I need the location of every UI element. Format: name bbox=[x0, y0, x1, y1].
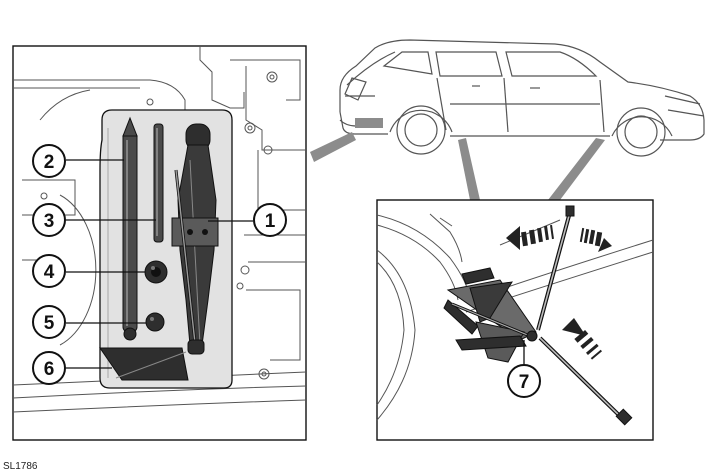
svg-text:6: 6 bbox=[44, 359, 55, 380]
svg-text:4: 4 bbox=[44, 262, 55, 283]
car-side-view bbox=[339, 39, 705, 157]
small-round-item bbox=[145, 312, 165, 332]
rotate-arrow-right-icon bbox=[579, 227, 612, 252]
svg-text:3: 3 bbox=[44, 211, 55, 232]
callout-4: 4 bbox=[32, 254, 66, 288]
scissor-jack bbox=[443, 267, 538, 363]
callout-2: 2 bbox=[32, 144, 66, 178]
svg-text:5: 5 bbox=[44, 313, 55, 334]
svg-text:7: 7 bbox=[519, 372, 530, 393]
figure-reference: SL1786 bbox=[3, 461, 38, 472]
callout-7: 7 bbox=[507, 364, 541, 398]
svg-text:1: 1 bbox=[265, 211, 276, 232]
jack-handle bbox=[536, 205, 633, 426]
rotate-arrow-left-icon bbox=[506, 224, 554, 250]
callout-6: 6 bbox=[32, 351, 66, 385]
rear-bumper-highlight bbox=[355, 118, 383, 128]
wheel-chock bbox=[99, 347, 189, 381]
locking-wheel-nut-adaptor bbox=[144, 260, 168, 284]
stowed-jack bbox=[171, 123, 219, 355]
svg-text:2: 2 bbox=[44, 152, 55, 173]
pointer-wedges bbox=[310, 132, 605, 200]
callout-1: 1 bbox=[253, 203, 287, 237]
wheel-brace bbox=[122, 116, 138, 341]
jack-in-use-inset: 7 bbox=[376, 199, 654, 441]
lift-arrow-icon bbox=[562, 318, 603, 360]
callout-3: 3 bbox=[32, 203, 66, 237]
callout-5: 5 bbox=[32, 305, 66, 339]
tool-tray-panel: 1 2 3 4 5 6 bbox=[12, 45, 307, 441]
towing-eye bbox=[153, 123, 164, 243]
